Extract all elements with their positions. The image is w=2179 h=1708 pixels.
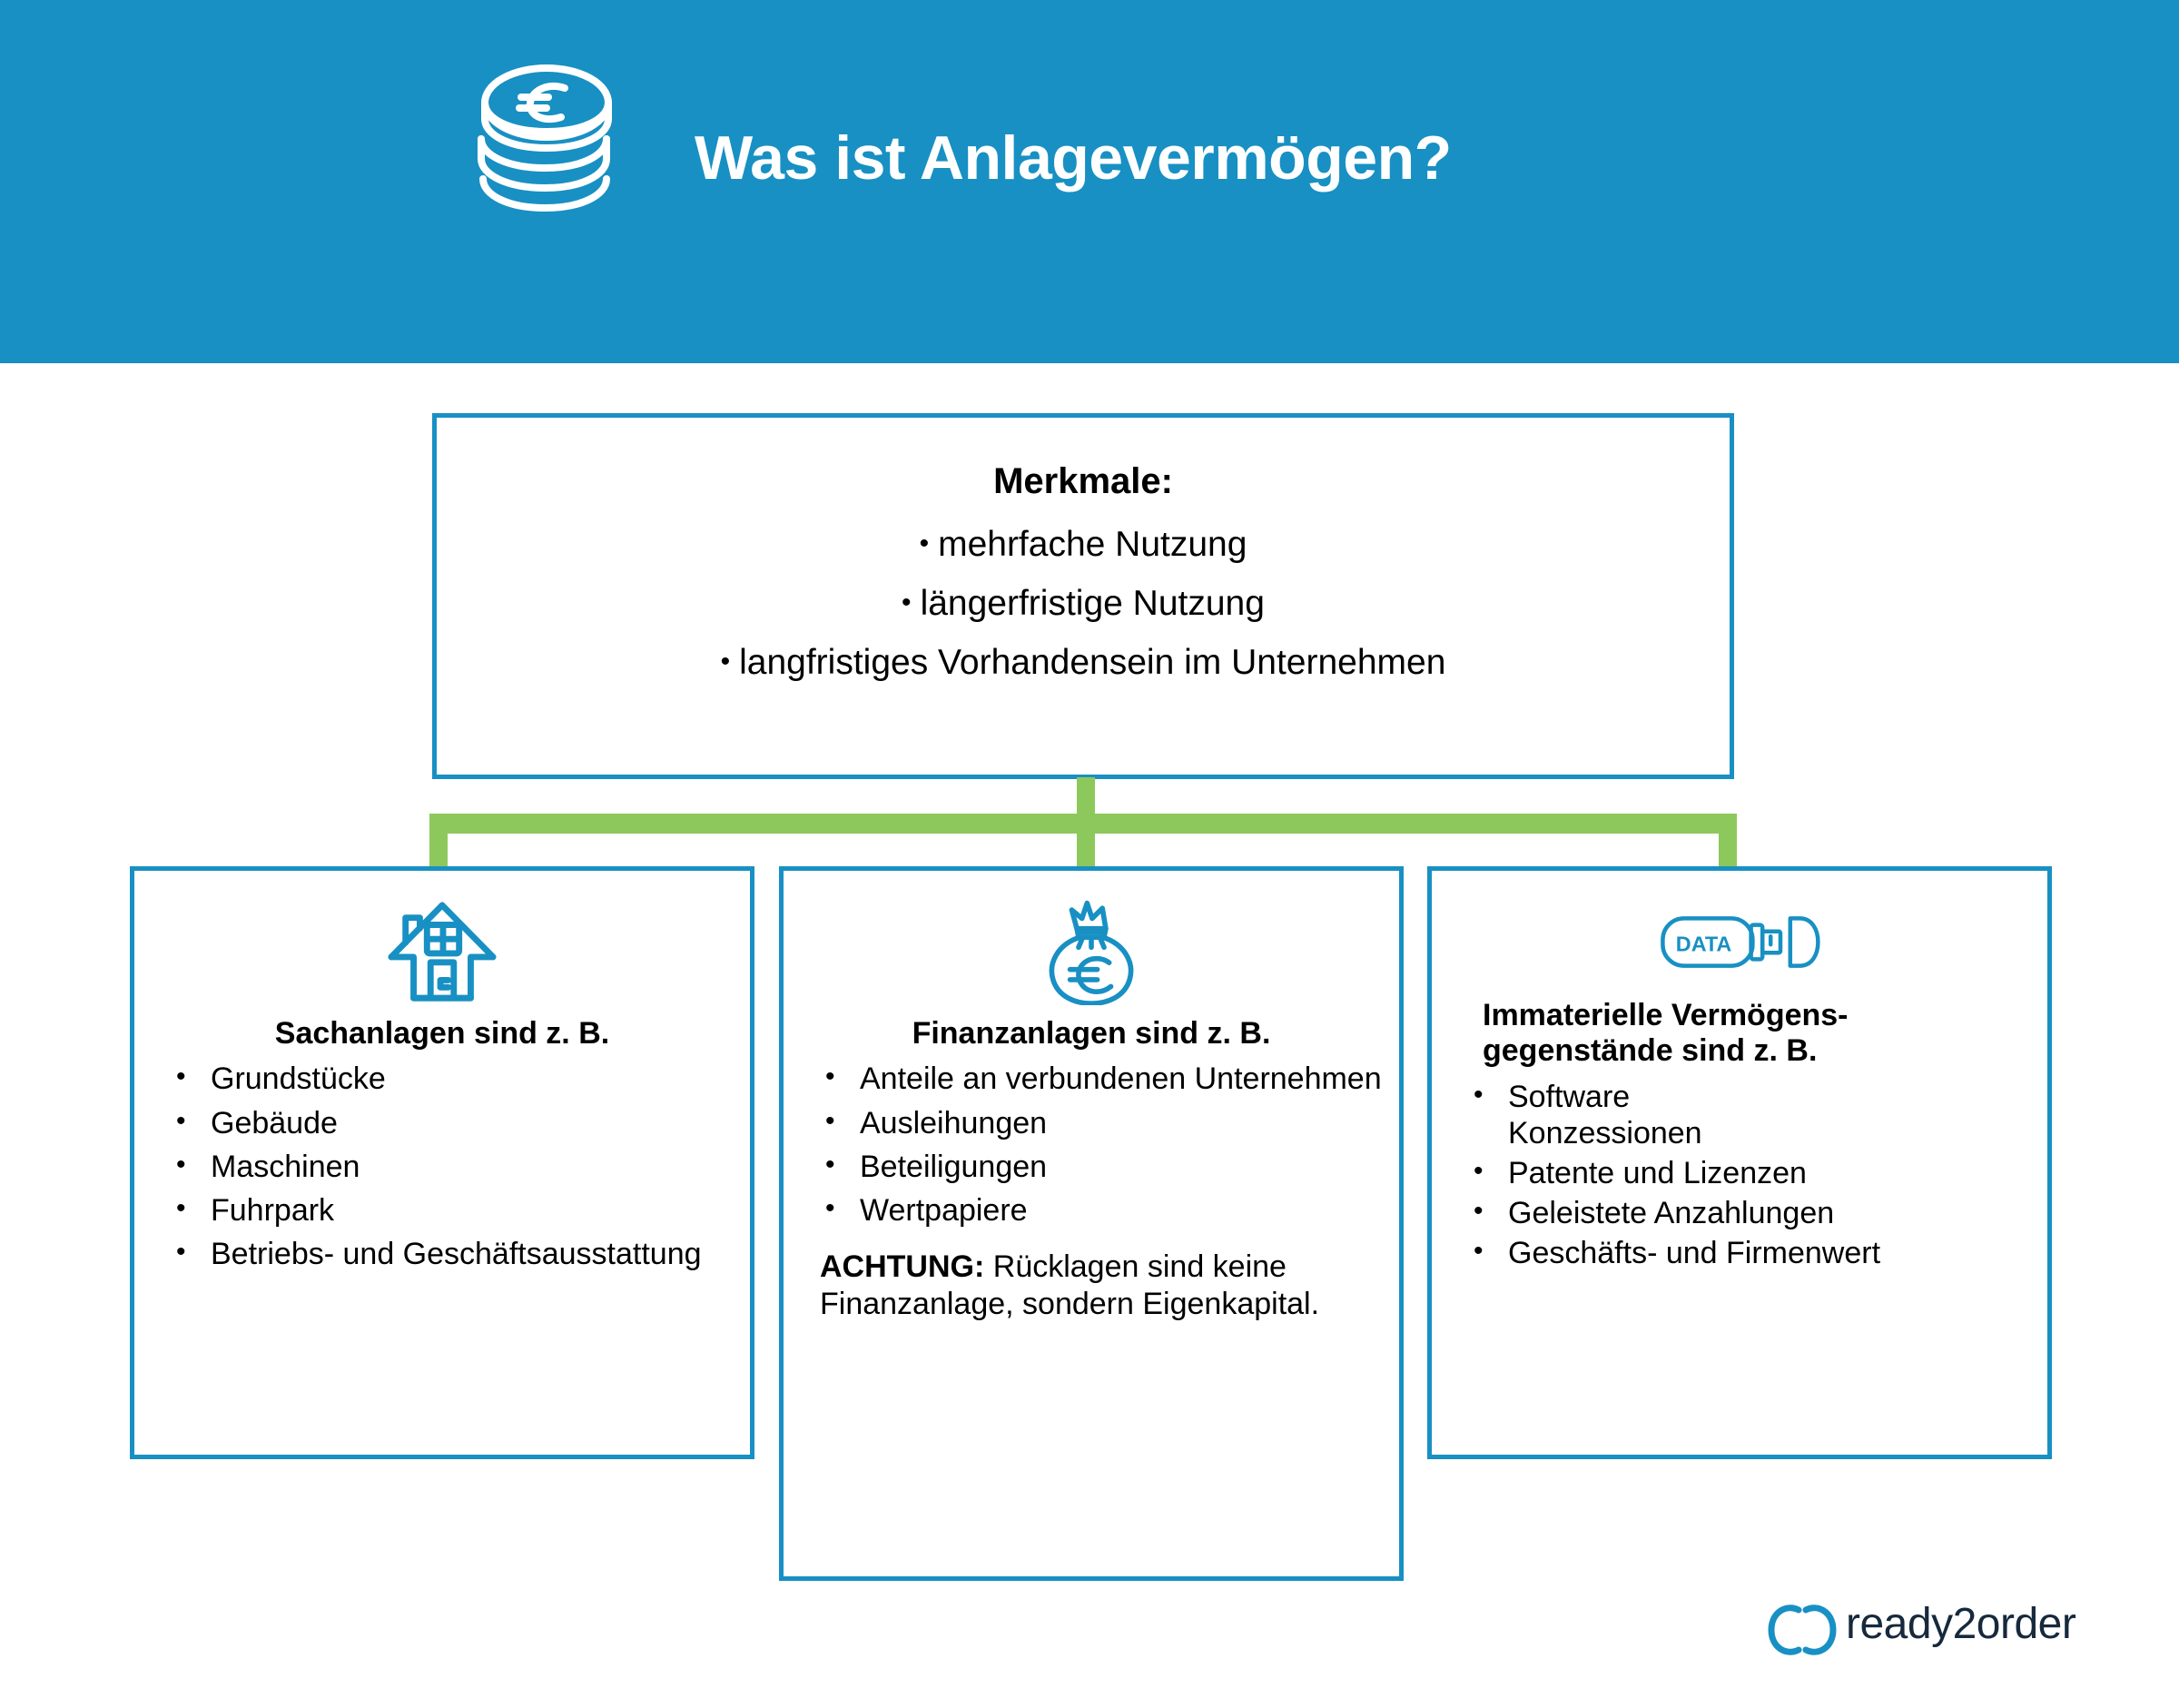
usb-data-stick-icon: DATA <box>1432 905 2047 987</box>
bullet-icon: • <box>1474 1236 1484 1267</box>
bullet-icon: • <box>825 1149 835 1180</box>
list-item-label: Gebäude <box>211 1105 338 1140</box>
page-title: Was ist Anlagevermögen? <box>695 123 1452 193</box>
money-bag-euro-icon <box>784 898 1399 1006</box>
merkmale-title: Merkmale: <box>993 461 1173 501</box>
list-item: • Anteile an verbundenen Unternehmen <box>820 1061 1383 1097</box>
list-item: • Betriebs- und Geschäftsausstattung <box>171 1236 734 1272</box>
list-item-label: langfristiges Vorhandensein im Unternehm… <box>739 643 1446 682</box>
list-item: • Wertpapiere <box>820 1192 1383 1229</box>
finanzanlagen-list: • Anteile an verbundenen Unternehmen • Aus… <box>784 1061 1399 1228</box>
list-item-label: Geschäfts- und Firmenwert <box>1508 1236 1881 1271</box>
list-item-label: Software Konzessionen <box>1508 1079 1702 1150</box>
sachanlagen-list: • Grundstücke • Gebäude • Maschinen • Fuhrpa… <box>134 1061 750 1272</box>
list-item: • langfristiges Vorhandensein im Unterneh… <box>437 645 1730 680</box>
list-item-label: Grundstücke <box>211 1061 386 1097</box>
card-heading: Finanzanlagen sind z. B. <box>912 1016 1271 1051</box>
bullet-icon: • <box>1474 1156 1484 1187</box>
list-item: • längerfristige Nutzung <box>437 586 1730 621</box>
list-item: • Geschäfts- und Firmenwert <box>1468 1235 2031 1271</box>
list-item: • Beteiligungen <box>820 1149 1383 1185</box>
connector-drop-right <box>1719 814 1737 870</box>
list-item: • Geleistete Anzahlungen <box>1468 1195 2031 1231</box>
list-item-label: mehrfache Nutzung <box>938 525 1247 564</box>
list-item-label: Ausleihungen <box>860 1105 1048 1140</box>
connector-stub-top <box>1077 777 1095 819</box>
list-item-label: Maschinen <box>211 1149 360 1184</box>
bullet-icon: • <box>176 1236 186 1267</box>
bullet-icon: • <box>176 1105 186 1136</box>
bullet-icon: • <box>176 1061 186 1092</box>
connector-drop-left <box>429 814 448 870</box>
achtung-label: ACHTUNG: <box>820 1249 985 1284</box>
list-item: • Grundstücke <box>171 1061 734 1097</box>
header-banner: Was ist Anlagevermögen? <box>0 0 2179 363</box>
bullet-icon: • <box>825 1192 835 1223</box>
list-item-label: Anteile an verbundenen Unternehmen <box>860 1061 1382 1097</box>
list-item: • Ausleihungen <box>820 1105 1383 1141</box>
card-heading: Sachanlagen sind z. B. <box>274 1016 610 1051</box>
connector-drop-center <box>1077 814 1095 870</box>
house-icon <box>134 898 750 1005</box>
immaterielle-list: • Software Konzessionen • Patente und Lize… <box>1432 1079 2047 1272</box>
interlocking-circles-icon <box>1766 1602 1839 1663</box>
card-sachanlagen: Sachanlagen sind z. B. • Grundstücke • Geb… <box>130 866 754 1459</box>
list-item-label: Geleistete Anzahlungen <box>1508 1196 1835 1231</box>
bullet-icon: • <box>1474 1196 1484 1227</box>
bullet-icon: • <box>919 528 930 558</box>
list-item-label: Wertpapiere <box>860 1192 1028 1228</box>
merkmale-list: • mehrfache Nutzung • längerfristige Nutzu… <box>437 527 1730 680</box>
list-item: • Fuhrpark <box>171 1192 734 1229</box>
usb-label: DATA <box>1676 932 1732 955</box>
merkmale-box: Merkmale: • mehrfache Nutzung • längerfris… <box>432 413 1734 779</box>
achtung-note: ACHTUNG: Rücklagen sind keine Finanzanla… <box>784 1249 1399 1323</box>
list-item-label: Betriebs- und Geschäftsausstattung <box>211 1236 702 1271</box>
list-item: • Gebäude <box>171 1105 734 1141</box>
bullet-icon: • <box>176 1149 186 1180</box>
ready2order-logo: ready2order <box>1766 1600 2102 1664</box>
bullet-icon: • <box>825 1061 835 1092</box>
card-finanzanlagen: Finanzanlagen sind z. B. • Anteile an ver… <box>779 866 1404 1581</box>
card-heading: Immaterielle Vermögens-gegenstände sind … <box>1483 998 1849 1069</box>
bullet-icon: • <box>902 587 912 617</box>
bullet-icon: • <box>1474 1079 1484 1110</box>
list-item-label: Patente und Lizenzen <box>1508 1156 1807 1191</box>
list-item: • Patente und Lizenzen <box>1468 1155 2031 1191</box>
list-item-label: Beteiligungen <box>860 1149 1048 1184</box>
list-item: • mehrfache Nutzung <box>437 527 1730 562</box>
coin-stack-euro-icon <box>454 59 640 232</box>
logo-wordmark: ready2order <box>1846 1600 2076 1648</box>
bullet-icon: • <box>720 647 731 676</box>
bullet-icon: • <box>176 1192 186 1223</box>
achtung-text: Rücklagen sind keine Finanzanlage, sonde… <box>820 1249 1320 1321</box>
card-immaterielle-vermoegensgegenstaende: DATA Immaterielle Vermögens-gegenstände … <box>1427 866 2052 1459</box>
list-item: • Maschinen <box>171 1149 734 1185</box>
bullet-icon: • <box>825 1105 835 1136</box>
list-item: • Software Konzessionen <box>1468 1079 2031 1151</box>
list-item-label: längerfristige Nutzung <box>920 584 1265 623</box>
list-item-label: Fuhrpark <box>211 1192 335 1228</box>
